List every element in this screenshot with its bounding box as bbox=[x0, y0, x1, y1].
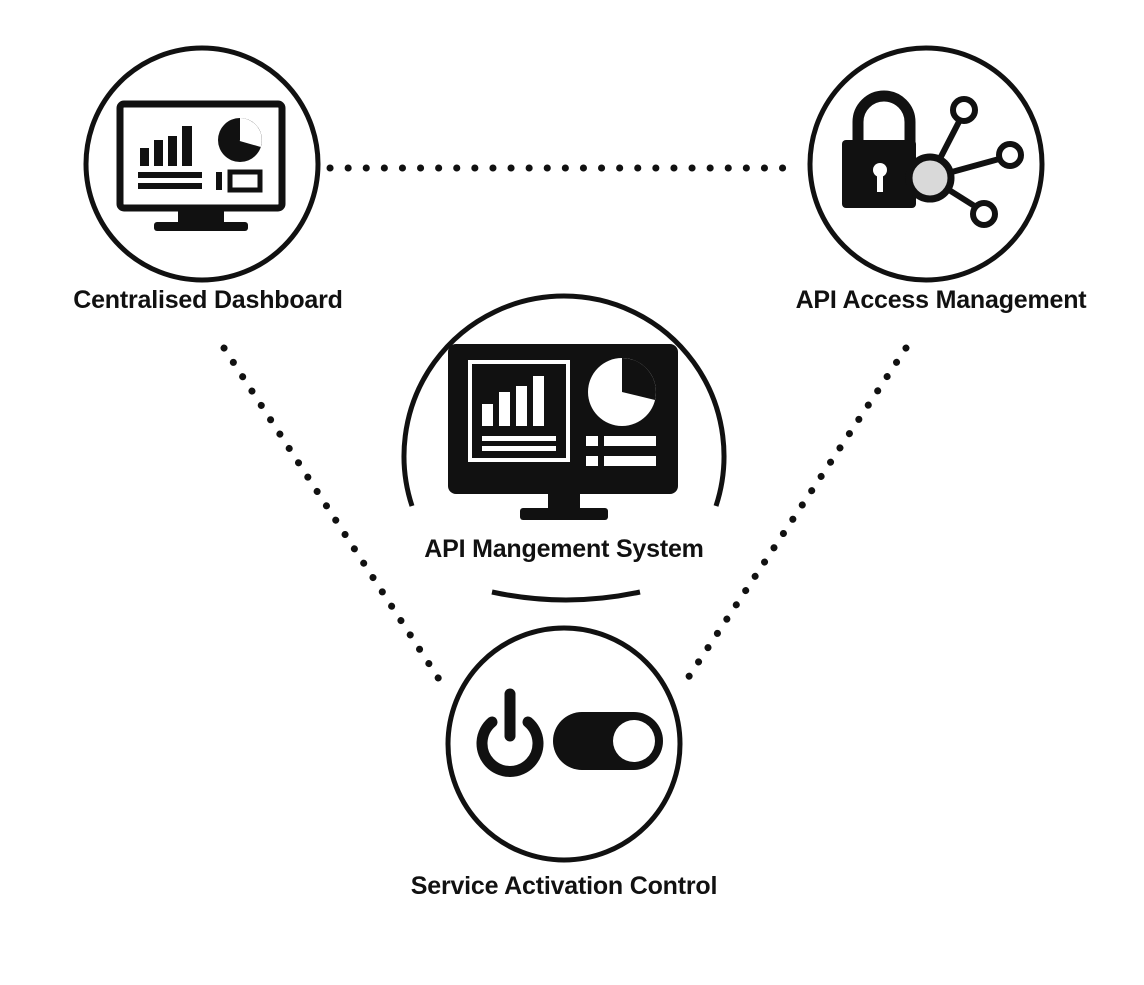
node-central-ring-lower bbox=[491, 589, 641, 603]
label-api-access-management: API Access Management bbox=[795, 286, 1087, 314]
power-toggle-icon bbox=[476, 688, 663, 777]
node-service bbox=[445, 625, 683, 863]
node-central-ring-upper bbox=[401, 293, 727, 507]
node-central bbox=[401, 293, 727, 603]
edge-access-service bbox=[676, 344, 910, 694]
lock-network-icon bbox=[842, 90, 1024, 228]
label-api-management-system: API Mangement System bbox=[424, 535, 704, 563]
edge-dashboard-service bbox=[220, 344, 450, 694]
label-service-activation-control: Service Activation Control bbox=[410, 872, 718, 900]
node-dashboard bbox=[83, 45, 321, 283]
node-access bbox=[807, 45, 1045, 283]
analytics-monitor-icon bbox=[448, 344, 678, 520]
dashboard-monitor-icon bbox=[116, 100, 286, 231]
label-centralised-dashboard: Centralised Dashboard bbox=[73, 286, 343, 314]
